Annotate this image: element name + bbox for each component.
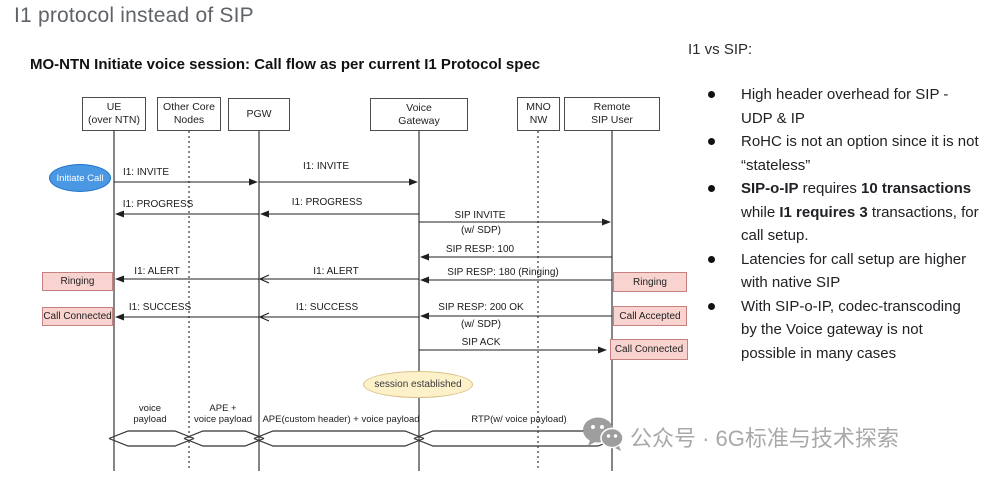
message-label-i1-progress-2: I1: PROGRESS bbox=[291, 197, 363, 208]
bullet-header-overhead: High header overhead for SIP - UDP & IP bbox=[704, 83, 979, 130]
message-sublabel-sip-invite-sdp: (w/ SDP) bbox=[461, 225, 501, 236]
sidebar-heading: I1 vs SIP: bbox=[688, 41, 753, 58]
state-box-right-ringing: Ringing bbox=[613, 272, 687, 292]
bullet-dot bbox=[708, 138, 715, 145]
message-label-sip-resp-100: SIP RESP: 100 bbox=[445, 244, 515, 255]
message-label-sip-ack: SIP ACK bbox=[461, 337, 501, 348]
initiate-call-ellipse: Initiate Call bbox=[49, 164, 111, 192]
state-box-left-ringing: Ringing bbox=[42, 272, 113, 291]
actor-other-core-nodes: Other Core Nodes bbox=[157, 97, 221, 131]
message-label-i1-progress-1: I1: PROGRESS bbox=[122, 199, 194, 210]
media-label-ape-voice-payload: APE + voice payload bbox=[193, 403, 253, 426]
bullet-dot bbox=[708, 302, 715, 310]
media-label-rtp: RTP(w/ voice payload) bbox=[471, 414, 567, 425]
message-label-sip-resp-180: SIP RESP: 180 (Ringing) bbox=[447, 267, 559, 278]
wechat-icon bbox=[583, 417, 624, 451]
media-label-ape-custom-header: APE(custom header) + voice payload bbox=[262, 414, 420, 425]
lifelines bbox=[113, 131, 613, 471]
diagram-title: MO-NTN Initiate voice session: Call flow… bbox=[30, 56, 541, 73]
watermark-text: 公众号 · 6G标准与技术探索 bbox=[630, 426, 899, 451]
message-label-i1-invite-2: I1: INVITE bbox=[302, 161, 350, 172]
bullet-transactions: SIP-o-IP requires 10 transactions while … bbox=[704, 177, 979, 248]
message-label-i1-invite-1: I1: INVITE bbox=[122, 167, 170, 178]
message-label-sip-resp-200: SIP RESP: 200 OK bbox=[438, 302, 524, 313]
page-title: I1 protocol instead of SIP bbox=[14, 4, 254, 27]
state-box-right-call-connected: Call Connected bbox=[610, 339, 688, 360]
message-sublabel-sip-resp-200-sdp: (w/ SDP) bbox=[461, 319, 501, 330]
actor-pgw: PGW bbox=[228, 98, 290, 131]
media-flow-arrows bbox=[108, 430, 618, 447]
actor-ue: UE (over NTN) bbox=[82, 97, 146, 131]
state-box-right-call-accepted: Call Accepted bbox=[613, 306, 687, 326]
message-arrows bbox=[114, 178, 612, 354]
bullet-transcoding: With SIP-o-IP, codec-transcoding by the … bbox=[704, 295, 979, 366]
message-label-i1-alert-2: I1: ALERT bbox=[313, 266, 359, 277]
message-label-i1-alert-1: I1: ALERT bbox=[134, 266, 180, 277]
comparison-bullet-list: High header overhead for SIP - UDP & IP … bbox=[704, 83, 994, 365]
bullet-dot bbox=[708, 255, 715, 263]
media-label-voice-payload: voice payload bbox=[133, 403, 167, 426]
session-established-note: session established bbox=[363, 371, 473, 398]
message-label-i1-success-1: I1: SUCCESS bbox=[128, 302, 192, 313]
message-label-sip-invite: SIP INVITE bbox=[454, 210, 506, 221]
bullet-dot bbox=[708, 185, 715, 192]
state-box-left-call-connected: Call Connected bbox=[42, 307, 113, 326]
actor-voice-gateway: Voice Gateway bbox=[370, 98, 468, 131]
bullet-latencies: Latencies for call setup are higher with… bbox=[704, 248, 979, 295]
bullet-dot bbox=[708, 91, 715, 98]
message-label-i1-success-2: I1: SUCCESS bbox=[295, 302, 359, 313]
bullet-rohc: RoHC is not an option since it is not “s… bbox=[704, 130, 979, 177]
actor-mno-nw: MNO NW bbox=[517, 97, 560, 131]
actor-remote-sip-user: Remote SIP User bbox=[564, 97, 660, 131]
